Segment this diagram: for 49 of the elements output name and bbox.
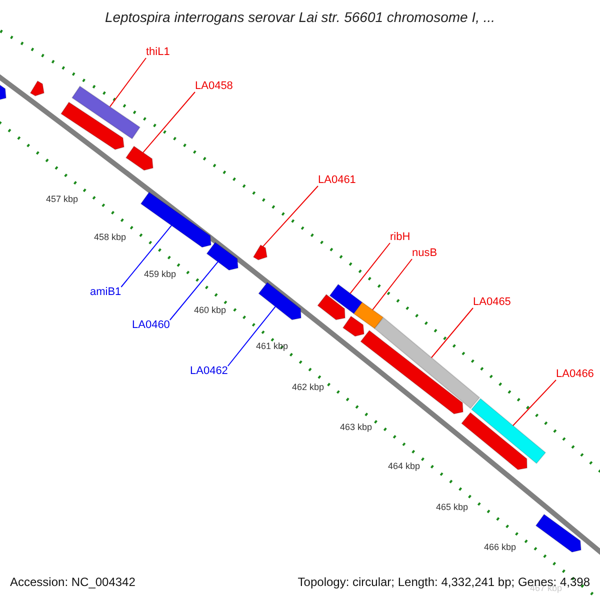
- leader-line: [512, 380, 556, 426]
- gene-label: LA0458: [195, 81, 233, 92]
- gene-feature: [317, 294, 346, 320]
- leader-line: [227, 306, 276, 366]
- gene-feature: [329, 284, 363, 314]
- gene-feature: [374, 316, 480, 410]
- leader-line: [350, 242, 390, 294]
- gene-feature: [140, 192, 212, 248]
- tick-label: 460 kbp: [194, 306, 226, 315]
- tick-label: 464 kbp: [388, 462, 420, 471]
- gene-label: ribH: [390, 232, 410, 243]
- gene-feature: [30, 80, 45, 96]
- tick-label: 461 kbp: [256, 342, 288, 351]
- leader-line: [430, 308, 474, 358]
- gene-feature: [60, 102, 125, 150]
- gene-feature: [206, 242, 239, 271]
- gene-label: LA0466: [556, 369, 594, 380]
- map-title: Leptospira interrogans serovar Lai str. 56601 chromosome I, ...: [104, 10, 496, 24]
- gene-feature: [258, 282, 302, 320]
- tick-label: 457 kbp: [46, 195, 78, 204]
- gene-feature: [71, 86, 141, 140]
- gene-feature: [360, 330, 464, 414]
- tick-label: 462 kbp: [292, 383, 324, 392]
- tick-label: 463 kbp: [340, 423, 372, 432]
- gene-feature: [125, 146, 154, 171]
- gene-feature: [460, 412, 528, 470]
- gene-label: amiB1: [90, 287, 122, 298]
- tick-label: 459 kbp: [144, 270, 176, 279]
- gene-feature: [252, 244, 268, 260]
- gene-label: thiL1: [146, 47, 170, 58]
- gene-label: LA0462: [190, 366, 228, 377]
- leader-line: [120, 224, 172, 288]
- tick-label: 466 kbp: [484, 543, 516, 552]
- leader-line: [109, 58, 146, 108]
- accession-text: Accession: NC_004342: [10, 576, 136, 588]
- gene-feature: [353, 302, 384, 330]
- tick-label: 465 kbp: [436, 503, 468, 512]
- leader-line: [372, 258, 412, 310]
- gene-feature: [535, 514, 582, 553]
- tick-label: 458 kbp: [94, 233, 126, 242]
- gene-label: nusB: [412, 248, 438, 259]
- gene-label: LA0461: [318, 175, 356, 186]
- gene-label: LA0465: [473, 297, 511, 308]
- leader-line: [262, 186, 318, 247]
- gene-feature: [0, 82, 7, 101]
- leader-line: [142, 92, 196, 154]
- gene-feature: [470, 398, 546, 464]
- leader-line: [169, 261, 218, 320]
- gene-label: LA0460: [132, 320, 170, 331]
